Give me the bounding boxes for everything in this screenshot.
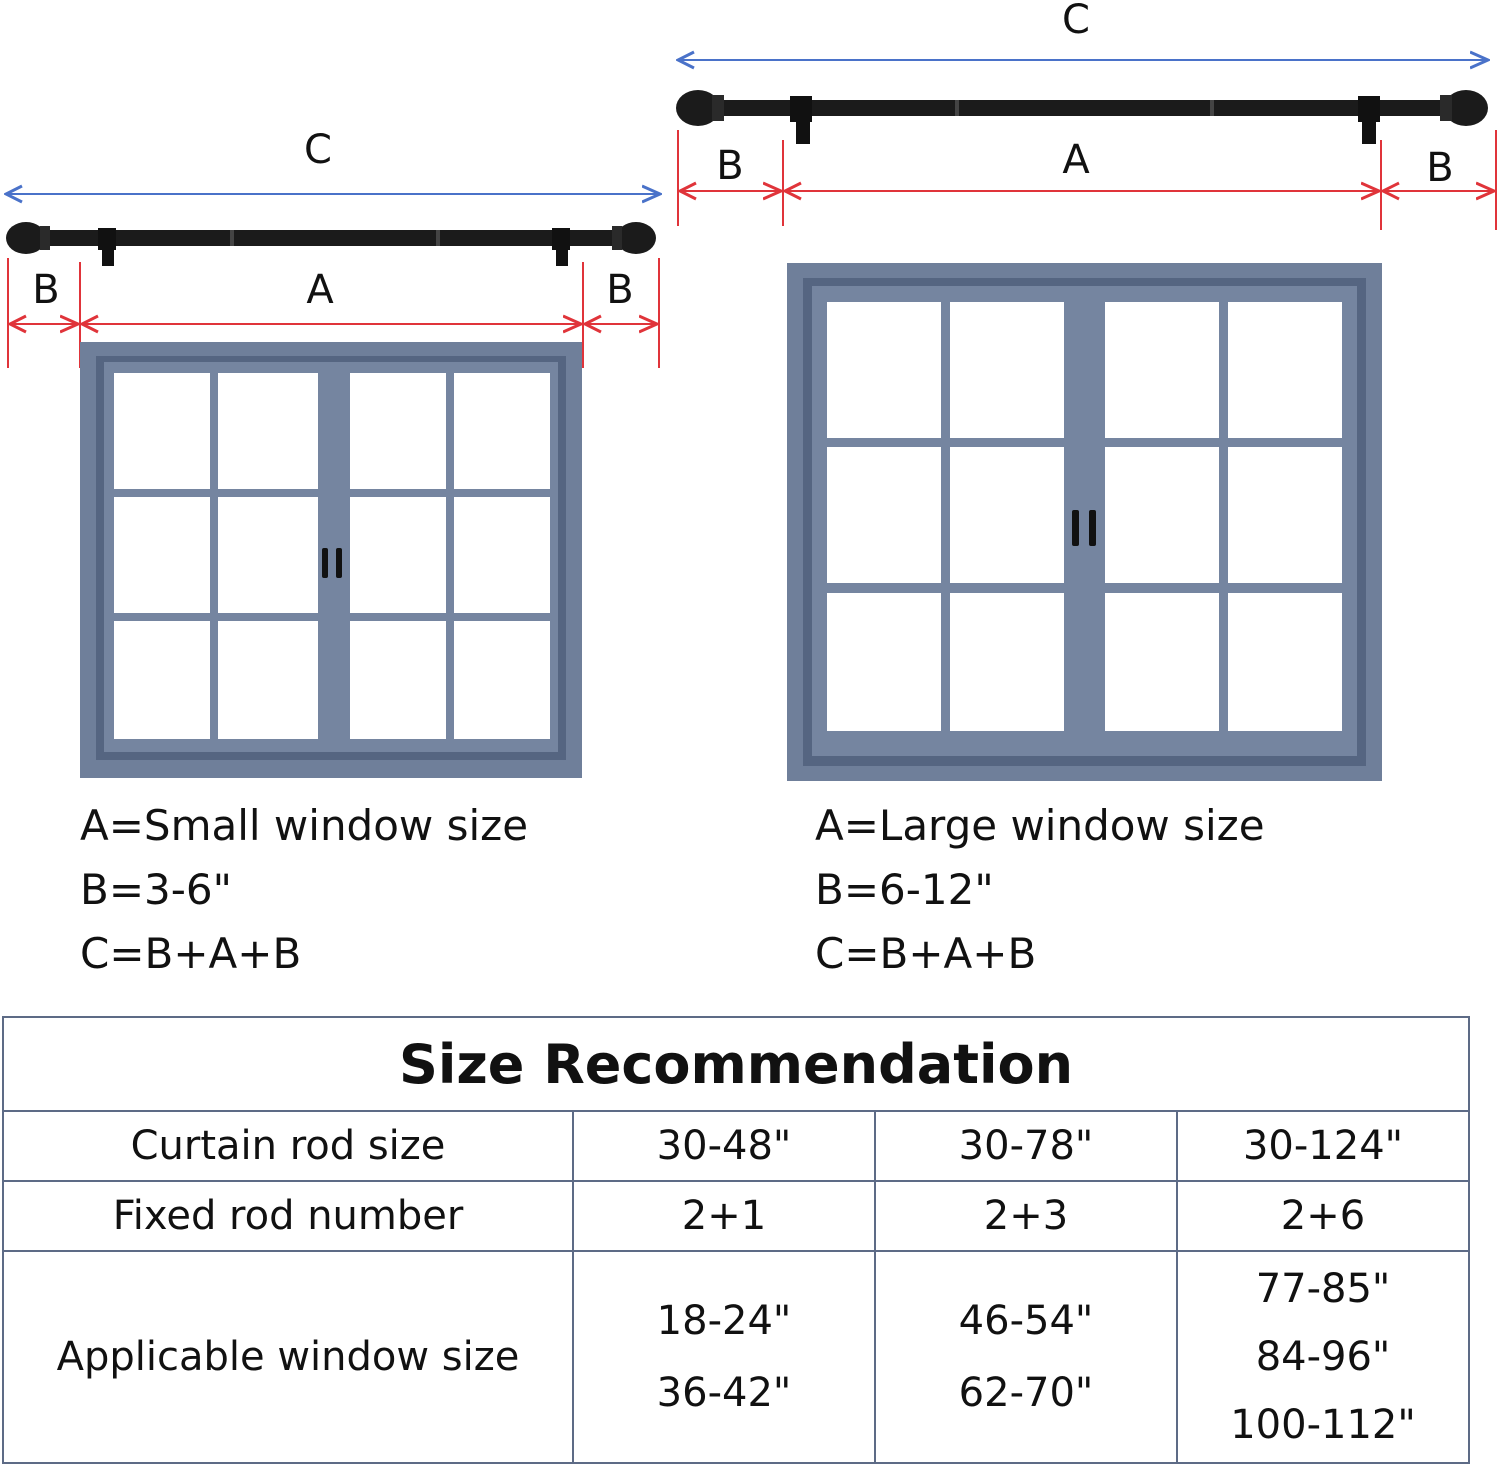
- left-label-a: A: [306, 267, 334, 313]
- large-window: [787, 263, 1382, 781]
- cell-line: 77-85": [1255, 1266, 1391, 1312]
- table-cell: 46-54" 62-70": [874, 1250, 1178, 1464]
- table-cell: 2+3: [874, 1180, 1178, 1252]
- cell-line: 62-70": [958, 1370, 1094, 1416]
- curtain-rod: [676, 90, 1488, 144]
- cell-line: 18-24": [656, 1298, 792, 1344]
- cell-line: 36-42": [656, 1370, 792, 1416]
- left-label-b-left: B: [32, 267, 60, 313]
- left-label-c: C: [304, 127, 332, 173]
- cell-line: 46-54": [958, 1298, 1094, 1344]
- small-window: [80, 342, 582, 778]
- table-cell: 2+1: [572, 1180, 876, 1252]
- table-cell: 18-24" 36-42": [572, 1250, 876, 1464]
- table-title: Size Recommendation: [1, 1016, 1471, 1112]
- curtain-rod: [6, 222, 656, 266]
- right-caption-line1: A=Large window size: [815, 801, 1265, 850]
- right-caption-line3: C=B+A+B: [815, 929, 1037, 978]
- row-label-applicable-window-size: Applicable window size: [2, 1250, 574, 1464]
- table-cell: 77-85" 84-96" 100-112": [1175, 1250, 1471, 1464]
- left-caption-line1: A=Small window size: [80, 801, 529, 850]
- left-caption-line2: B=3-6": [80, 865, 232, 914]
- cell-line: 100-112": [1230, 1402, 1416, 1448]
- left-caption: A=Small window size B=3-6" C=B+A+B: [80, 794, 528, 986]
- right-caption: A=Large window size B=6-12" C=B+A+B: [815, 794, 1265, 986]
- table-cell: 2+6: [1175, 1180, 1471, 1252]
- size-recommendation-table: Size Recommendation Curtain rod size 30-…: [1, 1016, 1471, 1464]
- table-cell: 30-78": [874, 1110, 1178, 1182]
- table-cell: 30-124": [1175, 1110, 1471, 1182]
- right-label-a: A: [1062, 137, 1090, 183]
- right-label-b-right: B: [1426, 145, 1454, 191]
- row-label-fixed-rod-number: Fixed rod number: [2, 1180, 574, 1252]
- right-diagram: [676, 0, 1497, 781]
- left-caption-line3: C=B+A+B: [80, 929, 302, 978]
- cell-line: 84-96": [1255, 1334, 1391, 1380]
- right-label-b-left: B: [716, 143, 744, 189]
- row-label-curtain-rod-size: Curtain rod size: [2, 1110, 574, 1182]
- right-caption-line2: B=6-12": [815, 865, 994, 914]
- table-cell: 30-48": [572, 1110, 876, 1182]
- left-diagram: [0, 0, 700, 778]
- right-label-c: C: [1062, 0, 1090, 43]
- left-label-b-right: B: [606, 267, 634, 313]
